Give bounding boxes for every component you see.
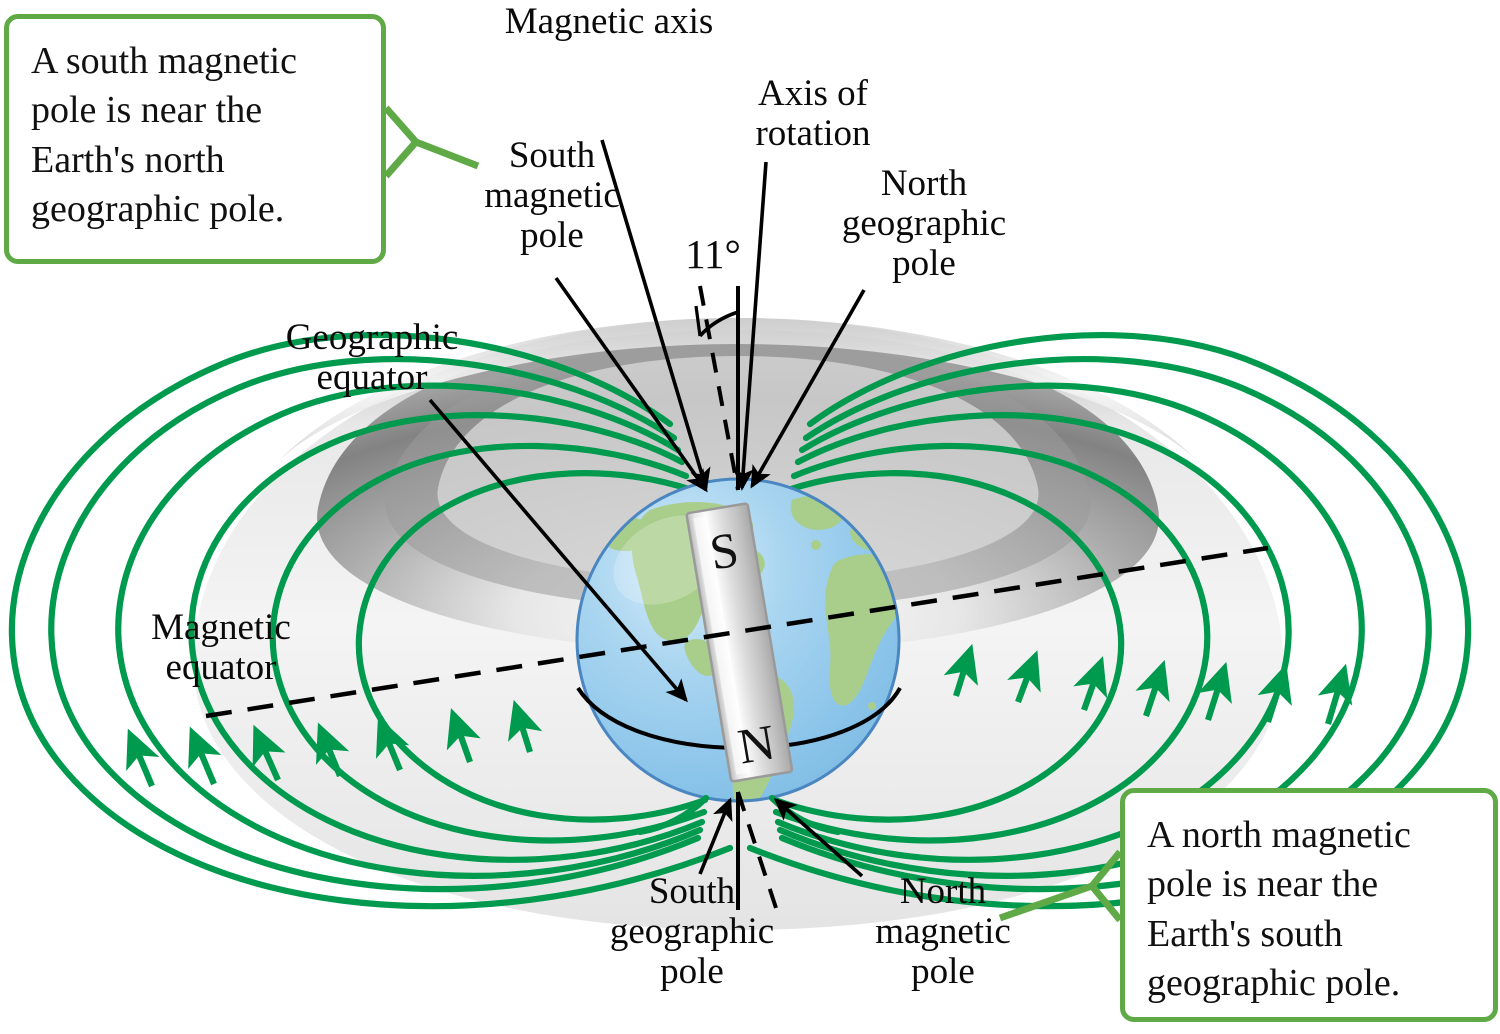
callout-top-left-tail-line [414,138,480,170]
label-south-geographic-pole: South geographic pole [609,871,775,992]
callout-bottom-right-tail-line [998,882,1094,922]
leader-lines [428,139,866,878]
callout-south-magnetic-pole: A south magnetic pole is near the Earth'… [4,14,386,264]
label-magnetic-equator: Magnetic equator [151,607,291,688]
leader-south-magnetic-pole [554,276,708,493]
magnetic-axis-line-top [698,285,740,491]
label-south-magnetic-pole: South magnetic pole [484,135,620,256]
leader-north-magnetic-pole [773,798,864,878]
label-magnetic-axis: Magnetic axis [504,1,714,42]
label-north-magnetic-pole: North magnetic pole [875,871,1011,992]
leader-magnetic-axis [600,139,711,491]
leader-axis-of-rotation [733,161,768,491]
callout-north-magnetic-pole: A north magnetic pole is near the Earth'… [1120,788,1498,1022]
label-geographic-equator: Geographic equator [285,317,459,398]
field-line-arrowheads [126,643,1353,788]
leader-north-geographic-pole [750,289,866,489]
label-north-geographic-pole: North geographic pole [841,163,1007,284]
tilt-angle-arc [698,310,739,338]
callout-tails [383,105,1123,923]
leader-south-geographic-pole [698,797,733,875]
leader-geographic-equator [428,398,688,703]
callout-top-left-tail-notch [383,105,421,179]
magnetic-equator-line [205,545,1269,719]
label-tilt-angle: 11° [685,231,741,277]
label-axis-of-rotation: Axis of rotation [755,73,871,154]
axes-group [694,285,778,910]
field-lines-left [8,332,734,910]
bar-magnet: S N [685,502,794,783]
